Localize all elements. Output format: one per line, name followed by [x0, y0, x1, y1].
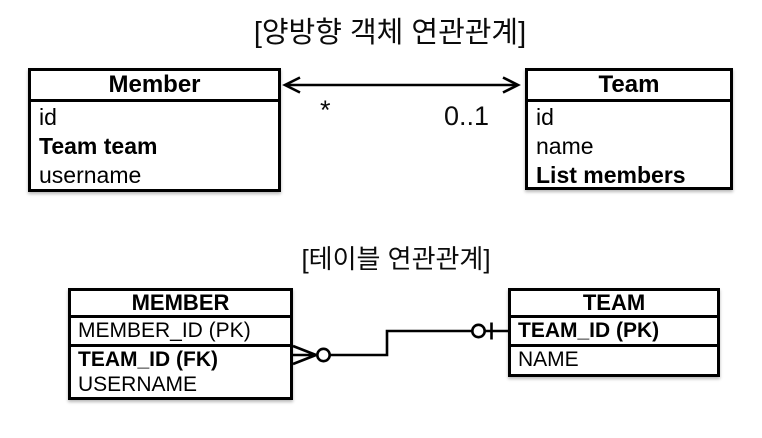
connector-line	[330, 329, 472, 357]
member-field-username: username	[39, 162, 142, 188]
member-field-team: Team team	[39, 133, 158, 159]
team-field-name: name	[536, 133, 594, 159]
bidirectional-arrow-icon	[282, 76, 521, 94]
team-table-title: TEAM	[511, 291, 717, 318]
team-table-box: TEAM TEAM_ID (PK) NAME	[508, 288, 720, 377]
member-table-title: MEMBER	[71, 291, 290, 318]
member-class-box: Member id Team team username	[28, 68, 281, 192]
member-table-row-team-id: TEAM_ID (FK)	[78, 348, 218, 371]
optional-circle-icon	[470, 323, 486, 339]
team-field-members: List members	[536, 162, 686, 188]
member-table-row-member-id: MEMBER_ID (PK)	[71, 318, 290, 347]
team-multiplicity-label: 0..1	[444, 101, 490, 131]
member-class-fields: id Team team username	[31, 102, 278, 190]
member-table-row-username: USERNAME	[78, 373, 198, 396]
crows-foot-many-icon	[292, 344, 317, 366]
member-multiplicity-label: *	[320, 95, 331, 125]
table-relation-title: [테이블 연관관계]	[301, 244, 491, 274]
member-field-id: id	[39, 104, 57, 130]
team-class-box: Team id name List members	[525, 68, 733, 190]
team-table-row-name: NAME	[518, 348, 579, 371]
member-class-title: Member	[31, 71, 278, 102]
object-relation-title: [양방향 객체 연관관계]	[253, 17, 527, 49]
fk-connector	[292, 322, 508, 366]
optional-circle-icon	[315, 347, 331, 363]
team-class-title: Team	[528, 71, 730, 102]
member-table-box: MEMBER MEMBER_ID (PK) TEAM_ID (FK) USERN…	[68, 288, 293, 400]
team-field-id: id	[536, 104, 554, 130]
team-table-row-team-id: TEAM_ID (PK)	[511, 318, 717, 347]
team-class-fields: id name List members	[528, 102, 730, 190]
